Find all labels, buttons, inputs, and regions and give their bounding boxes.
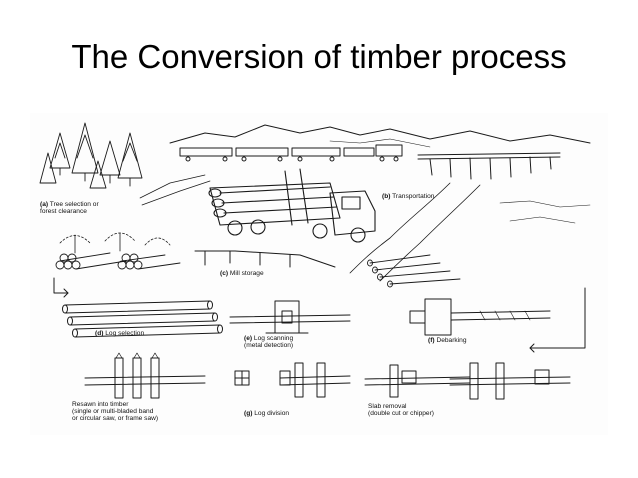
label-transportation: (b) Transportation bbox=[382, 193, 435, 200]
logging-truck bbox=[208, 168, 376, 243]
forest-trees bbox=[39, 122, 211, 206]
floating-logs bbox=[367, 254, 461, 288]
label-log-selection: (d) Log selection bbox=[95, 330, 145, 337]
stored-logs bbox=[55, 252, 181, 270]
label-log-scanning: (e) Log scanning(metal detection) bbox=[244, 335, 294, 349]
flow-arrow-right bbox=[529, 287, 586, 353]
metal-detector-scanner bbox=[229, 300, 351, 334]
label-debarking: (f) Debarking bbox=[428, 337, 467, 344]
slab-removal bbox=[364, 362, 571, 400]
label-log-division: (g) Log division bbox=[244, 410, 290, 417]
railway-bridge bbox=[417, 152, 561, 180]
debarking-machine bbox=[409, 298, 551, 336]
flow-arrow-left bbox=[53, 277, 69, 298]
label-resawn-timber: Resawn into timber(single or multi-blade… bbox=[72, 401, 159, 422]
label-mill-storage: (c) Mill storage bbox=[220, 270, 264, 277]
river bbox=[349, 182, 591, 282]
selected-logs bbox=[62, 300, 223, 338]
diagram-drawing bbox=[39, 122, 591, 400]
slide-title: The Conversion of timber process bbox=[71, 38, 567, 75]
log-train bbox=[179, 144, 403, 162]
mountain-range bbox=[169, 124, 591, 144]
log-pile-sprinklers bbox=[59, 232, 171, 254]
log-division-cuts bbox=[234, 362, 351, 398]
label-slab-removal: Slab removal(double cut or chipper) bbox=[368, 403, 434, 417]
resaw-timber bbox=[84, 352, 206, 399]
mill-storage-walkway bbox=[194, 250, 336, 268]
